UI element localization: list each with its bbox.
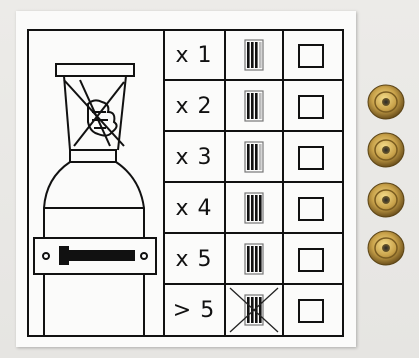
row-count-label: x 3 (163, 134, 225, 181)
brass-nozzle-icon (368, 183, 404, 217)
brass-nozzle-icon (368, 85, 404, 119)
wear-bar (259, 42, 262, 68)
wear-icons (230, 40, 278, 332)
checkbox-icon (299, 249, 323, 271)
row-count-label: x 4 (163, 185, 225, 232)
wear-bar (251, 195, 254, 221)
wear-bar (255, 93, 258, 119)
checkbox-icon (299, 147, 323, 169)
wear-bar (255, 246, 258, 272)
brass-nozzle-icon (368, 231, 404, 265)
wear-bar (247, 297, 250, 323)
wear-bar (255, 297, 258, 323)
wear-bar (251, 246, 254, 272)
checkboxes (299, 45, 323, 322)
wear-bar (251, 42, 254, 68)
checkbox-icon (299, 45, 323, 67)
checkbox-icon (299, 96, 323, 118)
nozzle-wear-icon (245, 142, 263, 172)
wear-bar (247, 195, 250, 221)
wear-bar (247, 42, 250, 68)
nozzle-wear-icon (245, 244, 263, 274)
wear-bar (259, 297, 262, 323)
wear-bar (255, 42, 258, 68)
nozzle-wear-icon (230, 288, 278, 332)
checkbox-icon (299, 198, 323, 220)
row-count-label: x 1 (163, 32, 225, 79)
row-count-label: > 5 (163, 287, 225, 334)
row-count-label: x 2 (163, 83, 225, 130)
gas-torch-illustration (34, 64, 156, 336)
brass-nozzles (368, 85, 404, 265)
checkbox-icon (299, 300, 323, 322)
nozzle-wear-icon (245, 40, 263, 70)
wear-bar (251, 144, 254, 170)
wear-bar (255, 144, 258, 170)
brass-nozzle-icon (368, 133, 404, 167)
nozzle-wear-icon (245, 193, 263, 223)
wear-bar (259, 195, 262, 221)
wear-bar (255, 195, 258, 221)
wear-bar (251, 93, 254, 119)
wear-bar (259, 144, 262, 170)
row-count-label: x 5 (163, 236, 225, 283)
wear-bar (259, 246, 262, 272)
wear-bar (247, 93, 250, 119)
wear-bar (247, 246, 250, 272)
nozzle-wear-icon (245, 91, 263, 121)
wear-bar (247, 144, 250, 170)
wear-bar (259, 93, 262, 119)
